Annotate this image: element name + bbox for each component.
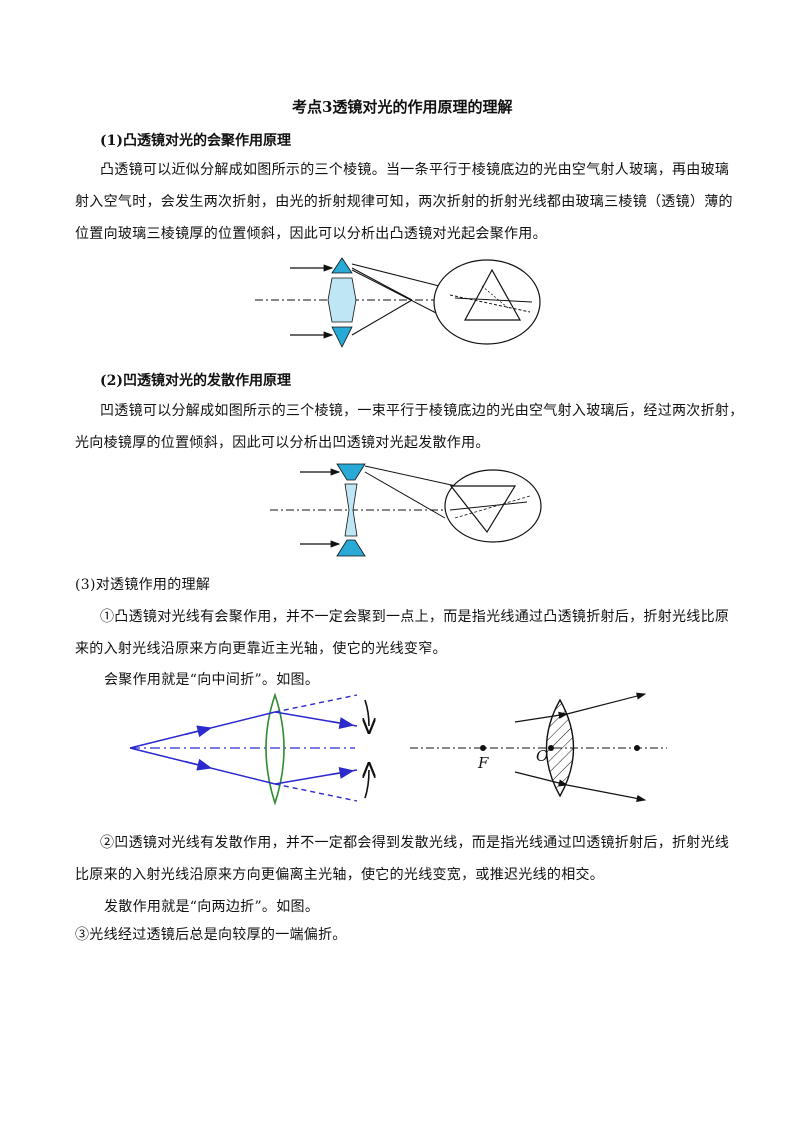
focal-point-f-dot (480, 745, 486, 751)
section1-line-1: 凸透镜可以近似分解成如图所示的三个棱镜。当一条平行于棱镜底边的光由空气射人玻璃，… (100, 162, 730, 178)
point2-line-1: ②凹透镜对光线有发散作用，并不一定都会得到发散光线，而是指光线通过凹透镜折射后，… (100, 835, 730, 851)
middle-prism (327, 277, 357, 323)
bend-inward-arrow-top (365, 699, 369, 726)
point1-line-1: ①凸透镜对光线有会聚作用，并不一定会聚到一点上，而是指光线通过凸透镜折射后，折射… (100, 609, 730, 625)
diverge-note: 发散作用就是“向两边折”。如图。 (104, 899, 320, 915)
section2-line-2: 光向棱镜厚的位置倾斜，因此可以分析出凹透镜对光起发散作用。 (75, 435, 490, 451)
converging-lens-blue-figure (129, 692, 385, 806)
converge-note: 会聚作用就是“向中间折”。如图。 (104, 672, 320, 688)
bottom-prism (336, 539, 366, 557)
optical-center-dot (548, 745, 554, 751)
bottom-prism (331, 326, 353, 348)
page-title: 考点3透镜对光的作用原理的理解 (292, 98, 513, 116)
hatched-lens-figure (410, 692, 667, 802)
point3: ③光线经过透镜后总是向较厚的一端偏折。 (75, 927, 347, 943)
section1-line-3: 位置向玻璃三棱镜厚的位置倾斜，因此可以分析出凸透镜对光起会聚作用。 (75, 226, 547, 242)
section1-heading: (1)凸透镜对光的会聚作用原理 (100, 133, 291, 149)
top-prism (336, 463, 366, 481)
hatched-convex-lens (545, 698, 575, 798)
convex-lens-prism-figure (255, 257, 541, 348)
section2-heading: (2)凹透镜对光的发散作用原理 (100, 373, 291, 389)
section2-line-1: 凹透镜可以分解成如图所示的三个棱镜，一束平行于棱镜底边的光由空气射入玻璃后，经过… (100, 403, 744, 419)
middle-prism (344, 483, 358, 537)
top-prism (331, 257, 353, 274)
label-f: F (478, 754, 489, 772)
section1-line-2: 射入空气时，会发生两次折射，由光的折射规律可知，两次折射的折射光线都由玻璃三棱镜… (75, 194, 733, 210)
point1-line-2: 来的入射光线沿原来方向更靠近主光轴，使它的光线变窄。 (75, 641, 447, 657)
point2-line-2: 比原来的入射光线沿原来方向更偏离主光轴，使它的光线变宽，或推迟光线的相交。 (75, 867, 605, 883)
label-o: O (536, 747, 549, 765)
focal-point-right-dot (634, 745, 640, 751)
bend-inward-arrow-bottom (365, 770, 369, 799)
concave-lens-prism-figure (270, 463, 542, 557)
magnified-prism (449, 485, 517, 534)
section3-heading: (3)对透镜作用的理解 (75, 577, 211, 593)
convex-lens-green (265, 692, 285, 806)
